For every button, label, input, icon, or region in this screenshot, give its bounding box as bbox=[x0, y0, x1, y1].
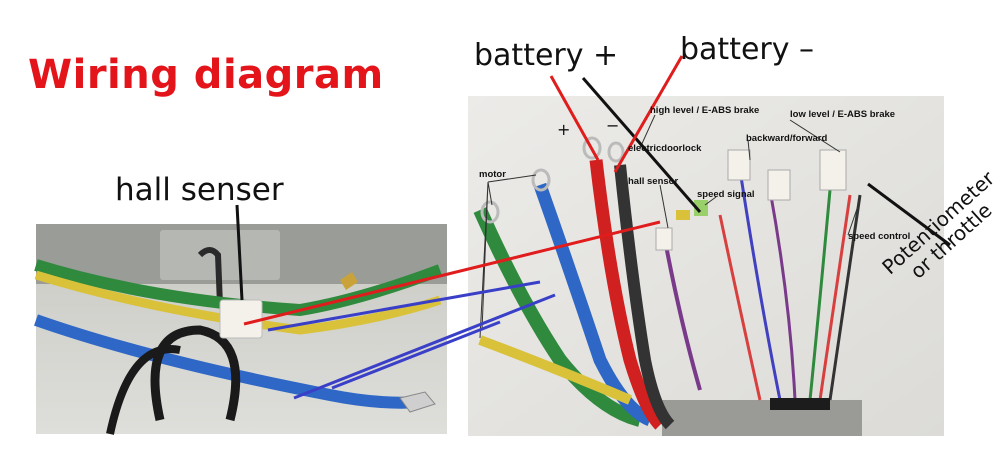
battery-plus-label: battery + bbox=[474, 38, 619, 73]
motor-label: motor bbox=[479, 169, 506, 180]
speed-control-label: speed control bbox=[848, 231, 911, 242]
hall-connection-line bbox=[243, 220, 661, 326]
hall-connector bbox=[219, 299, 263, 339]
hall-senser-pointer bbox=[235, 204, 244, 301]
hall-senser-label: hall senser bbox=[115, 172, 284, 208]
battery-minus-pointer bbox=[613, 55, 684, 173]
electricdoorlock-label: electricdoorlock bbox=[628, 143, 702, 154]
battery-minus-label: battery – bbox=[680, 32, 815, 67]
black-wire-loop bbox=[150, 325, 241, 422]
low-level-brake-label: low level / E-ABS brake bbox=[790, 109, 896, 120]
plus-symbol: + bbox=[557, 120, 571, 139]
battery-plus-pointer bbox=[549, 75, 600, 161]
motor-connection-line-3 bbox=[331, 320, 501, 390]
diagram-title: Wiring diagram bbox=[28, 52, 384, 98]
left-photo bbox=[34, 224, 447, 435]
motor-connection-line-1 bbox=[267, 280, 541, 332]
potentiometer-pointer bbox=[867, 182, 951, 247]
black-cable bbox=[197, 247, 223, 306]
high-level-brake-label: high level / E-ABS brake bbox=[650, 105, 760, 116]
right-photo bbox=[468, 96, 944, 436]
speed-signal-pointer bbox=[581, 77, 702, 213]
yellow-wire bbox=[34, 270, 442, 335]
annotation-lines bbox=[235, 55, 951, 400]
backward-forward-label: backward/forward bbox=[746, 133, 828, 144]
blue-wire bbox=[34, 314, 421, 409]
minus-symbol: − bbox=[606, 116, 620, 135]
motor-connection-line-2 bbox=[293, 293, 556, 400]
hall-sensor-photo-label: hall sensor bbox=[628, 176, 679, 187]
speed-signal-label: speed signal bbox=[697, 189, 755, 200]
